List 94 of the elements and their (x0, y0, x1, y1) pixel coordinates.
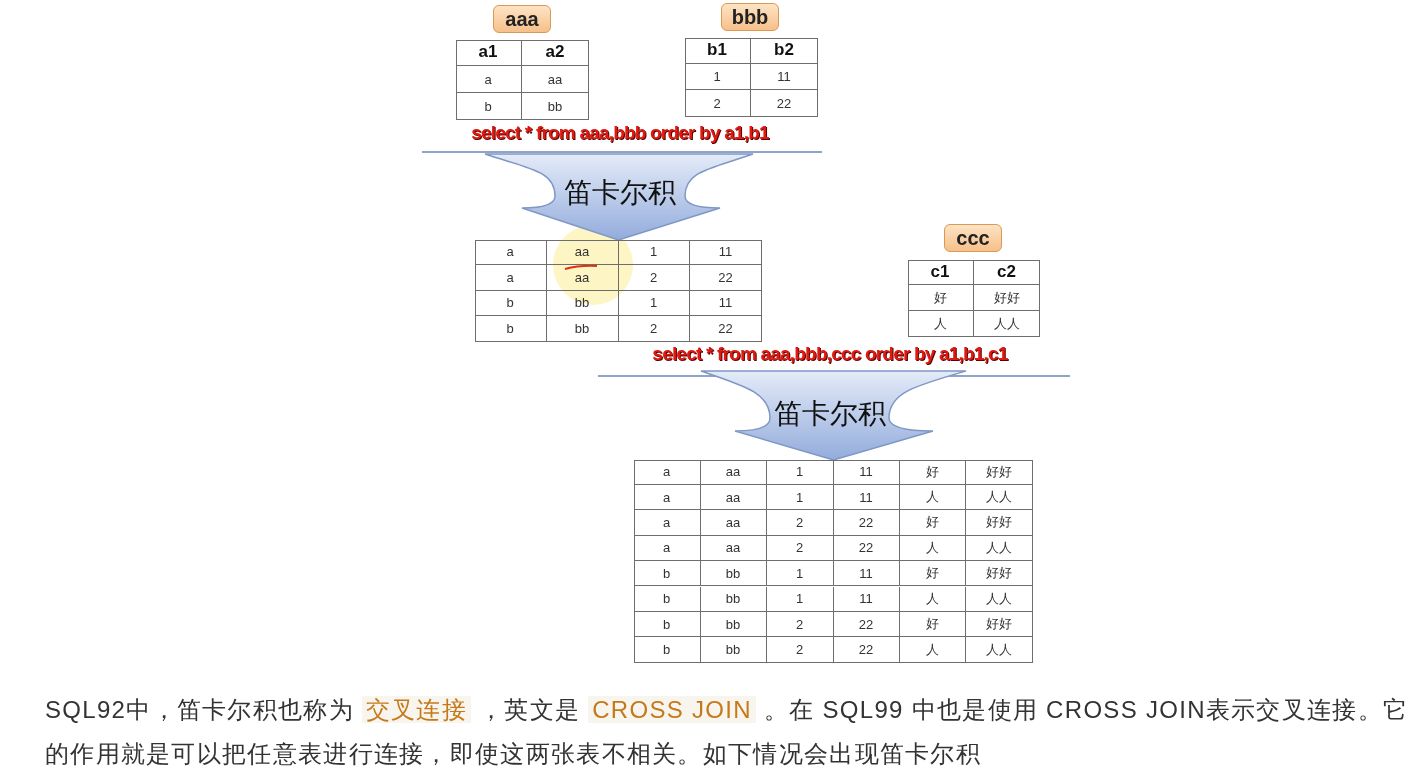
table-cell: 好好 (965, 510, 1033, 536)
table-cell: b (455, 92, 522, 120)
table-cell-text: 22 (775, 94, 793, 113)
table-cell: 1 (766, 561, 834, 587)
table-cell: aa (700, 535, 767, 562)
table-cell: bb (700, 586, 767, 612)
table-cell-text: 人人 (985, 641, 1013, 659)
table-cell-text: 人人 (992, 314, 1021, 333)
table-cell: bb (700, 637, 767, 663)
table-cell: c2 (973, 259, 1040, 286)
table-cell: 人 (899, 535, 966, 562)
table-cell: bb (546, 290, 619, 316)
table-cell: 人人 (965, 535, 1033, 562)
data-table (475, 240, 762, 342)
table-cell: 2 (618, 316, 690, 342)
block-arrow (700, 370, 967, 461)
table-cell: 22 (833, 611, 900, 638)
table-cell: 好 (899, 561, 966, 587)
table-cell: 好 (899, 459, 966, 485)
table-cell: 22 (689, 265, 762, 291)
table-cell: aa (546, 265, 619, 291)
table-cell: 人 (899, 484, 966, 511)
table-cell: 人人 (965, 586, 1033, 612)
table-cell: aa (521, 66, 589, 93)
table-cell: a (633, 510, 701, 536)
table-cell: b2 (750, 37, 818, 64)
table-cell: 人 (899, 586, 966, 612)
table-cell: a (633, 535, 701, 562)
table-cell: 22 (833, 535, 900, 562)
sql-statement: select * from aaa,bbb,ccc order by a1,b1,c1 (652, 343, 1008, 365)
table-cell: b (633, 637, 701, 663)
table-cell: 2 (766, 510, 834, 536)
table-cell: 1 (766, 484, 834, 511)
table-name-badge: ccc (944, 224, 1002, 252)
table-cell: 11 (689, 239, 762, 265)
caption-text: SQL92中，笛卡尔积也称为 交叉连接 ，英文是 CROSS JOIN 。在 SQL99 中也是使用 CROSS JOIN表示交叉连接。它的作用就是可以把任意表进行连接，即使这两张表不相关。如下情况会出现笛卡尔积 (45, 695, 1410, 769)
edge-label: 笛卡尔积 (564, 175, 676, 211)
table-cell-text: bb (546, 97, 564, 116)
table-name-badge: aaa (493, 5, 551, 33)
data-table (634, 460, 1033, 664)
table-cell: 11 (750, 63, 818, 91)
table-cell: aa (700, 510, 767, 536)
table-cell: 11 (689, 290, 762, 316)
table-cell: 好好 (965, 611, 1033, 638)
table-cell: 2 (684, 90, 751, 117)
table-cell: 好 (899, 510, 966, 536)
table-cell: bb (546, 316, 619, 342)
table-cell: a (474, 239, 547, 265)
table-cell: a (633, 459, 701, 485)
block-arrow (484, 153, 754, 241)
table-cell: 好好 (965, 561, 1033, 587)
edge-label: 笛卡尔积 (774, 396, 886, 432)
table-cell: a (633, 484, 701, 511)
table-cell: b (633, 561, 701, 587)
table-cell: 好 (899, 611, 966, 638)
table-cell: aa (700, 459, 767, 485)
table-cell: 11 (833, 586, 900, 612)
table-cell: b1 (684, 37, 751, 64)
table-cell: 22 (833, 510, 900, 536)
table-cell: b (474, 290, 547, 316)
table-cell: 2 (766, 637, 834, 663)
table-cell: 2 (766, 611, 834, 638)
table-cell: 11 (833, 459, 900, 485)
table-cell: a2 (521, 39, 589, 67)
table-cell: 1 (766, 459, 834, 485)
table-cell: c1 (907, 259, 974, 286)
table-cell: 2 (766, 535, 834, 562)
table-cell: a1 (455, 39, 522, 67)
table-cell: 1 (684, 63, 751, 91)
table-cell: 22 (833, 637, 900, 663)
table-cell: 好好 (965, 459, 1033, 485)
table-cell-text: 22 (717, 320, 734, 339)
table-cell: 2 (618, 265, 690, 291)
table-cell: bb (700, 561, 767, 587)
table-cell: 11 (833, 561, 900, 587)
table-name-badge: bbb (721, 3, 779, 31)
sql-statement: select * from aaa,bbb order by a1,b1 (471, 122, 769, 144)
table-cell: b (633, 611, 701, 638)
table-cell: a (455, 66, 522, 93)
table-cell: 1 (618, 239, 690, 265)
table-cell: 人 (907, 310, 974, 337)
table-cell: b (474, 316, 547, 342)
table-cell: b (633, 586, 701, 612)
table-cell: 好好 (973, 285, 1040, 311)
table-cell: 1 (618, 290, 690, 316)
table-cell: 11 (833, 484, 900, 511)
table-cell: 好 (907, 285, 974, 311)
table-cell: bb (700, 611, 767, 638)
table-cell: aa (546, 239, 619, 265)
table-cell: 人 (899, 637, 966, 663)
table-cell: aa (700, 484, 767, 511)
table-cell: 1 (766, 586, 834, 612)
table-cell: a (474, 265, 547, 291)
table-cell: 人人 (965, 484, 1033, 511)
